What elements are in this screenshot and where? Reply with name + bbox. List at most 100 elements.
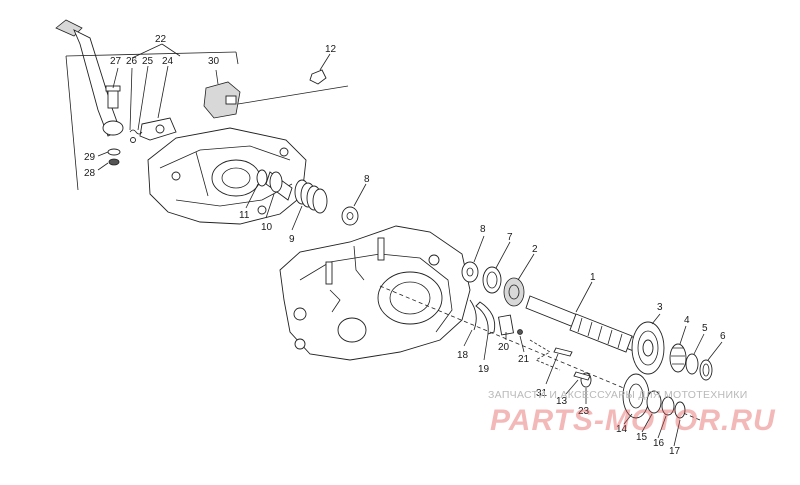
washer-8-lower bbox=[461, 261, 479, 283]
leader-4 bbox=[679, 325, 687, 345]
ring-7 bbox=[482, 266, 502, 294]
kick-shaft-parts bbox=[245, 169, 367, 231]
cover-boss-inner bbox=[221, 167, 251, 189]
callout-30: 30 bbox=[208, 56, 220, 67]
crankcase-rib bbox=[353, 245, 365, 281]
crankcase-boss-3 bbox=[428, 254, 440, 266]
leader-14 bbox=[623, 413, 633, 425]
washer-8-upper-hole bbox=[346, 212, 354, 220]
callout-15: 15 bbox=[636, 432, 648, 443]
callout-16: 16 bbox=[653, 438, 665, 449]
crankcase-boss-1 bbox=[293, 307, 307, 321]
cover-boss bbox=[211, 159, 261, 197]
callout-8-lower: 8 bbox=[480, 224, 486, 235]
circlip-6 bbox=[699, 359, 713, 381]
nut-12 bbox=[309, 69, 327, 85]
washer-5 bbox=[685, 353, 699, 375]
cover-bolt-2 bbox=[279, 147, 289, 157]
ring-7-inner bbox=[486, 271, 498, 289]
crankcase-small-bore bbox=[337, 317, 367, 343]
callout-5: 5 bbox=[702, 323, 708, 334]
gear-2 bbox=[503, 277, 525, 307]
leader-10 bbox=[265, 193, 275, 219]
spring-9 bbox=[294, 179, 328, 214]
leader-16 bbox=[657, 415, 667, 439]
screw-13 bbox=[573, 371, 591, 381]
bracket-hole bbox=[155, 124, 165, 134]
gear-cluster bbox=[580, 313, 723, 447]
leader-13 bbox=[565, 379, 579, 395]
zigzag-guide bbox=[529, 339, 561, 371]
callout-6: 6 bbox=[720, 331, 726, 342]
bushing-10-face bbox=[269, 171, 283, 193]
bolt-27 bbox=[107, 89, 119, 109]
leader-30 bbox=[215, 69, 219, 85]
leader-8-upper bbox=[353, 183, 367, 207]
callout-20: 20 bbox=[498, 342, 510, 353]
circlip-6-inner bbox=[702, 363, 710, 377]
leader-6 bbox=[707, 341, 723, 361]
leader-3 bbox=[651, 313, 661, 325]
spring-25 bbox=[129, 129, 143, 135]
washer-16 bbox=[661, 396, 675, 416]
washer-29 bbox=[107, 148, 121, 156]
callout-19: 19 bbox=[478, 364, 490, 375]
kickstart-lever bbox=[73, 29, 121, 137]
crankcase-web bbox=[329, 289, 341, 313]
crankcase-half bbox=[279, 225, 471, 361]
leader-1 bbox=[575, 281, 593, 313]
leader-21 bbox=[519, 335, 525, 353]
outer-cover bbox=[147, 127, 307, 225]
segment-19 bbox=[475, 301, 496, 335]
leader-9 bbox=[291, 205, 303, 231]
kickstart-lever-assembly bbox=[55, 19, 239, 191]
plate-18 bbox=[469, 299, 477, 331]
gear-3 bbox=[631, 321, 665, 375]
nut-28 bbox=[108, 158, 120, 166]
callout-9: 9 bbox=[289, 234, 295, 245]
callout-labels: 1 2 3 4 5 6 7 8 8 9 10 11 12 13 14 15 16… bbox=[84, 34, 726, 457]
callout-24: 24 bbox=[162, 56, 174, 67]
screws-lower bbox=[529, 339, 591, 395]
watermark-tagline: ЗАПЧАСТИ И АКСЕССУАРЫ ДЛЯ МОТОТЕХНИКИ bbox=[488, 389, 748, 401]
callout-25: 25 bbox=[142, 56, 154, 67]
leader-22b bbox=[161, 43, 181, 57]
cover-ridge bbox=[159, 145, 291, 169]
callout-11: 11 bbox=[239, 210, 250, 221]
callout-27: 27 bbox=[110, 56, 122, 67]
leader-26 bbox=[129, 67, 133, 131]
leader-22a bbox=[131, 43, 163, 59]
watermark: ЗАПЧАСТИ И АКСЕССУАРЫ ДЛЯ МОТОТЕХНИКИ PA… bbox=[488, 389, 776, 437]
leader-5 bbox=[693, 333, 705, 355]
leader-17 bbox=[673, 419, 681, 447]
callout-12: 12 bbox=[325, 44, 337, 55]
crankcase-main-bore bbox=[377, 271, 443, 325]
leader-31 bbox=[545, 353, 559, 385]
callout-28: 28 bbox=[84, 168, 96, 179]
clip-11 bbox=[256, 169, 268, 187]
group-22-top-line bbox=[65, 51, 237, 57]
leader-29 bbox=[97, 151, 109, 157]
bearing-4 bbox=[669, 343, 687, 373]
screw-31 bbox=[553, 347, 573, 357]
leader-15 bbox=[641, 413, 653, 433]
leader-2 bbox=[517, 253, 535, 281]
screw-21 bbox=[517, 329, 523, 335]
callout-2: 2 bbox=[532, 244, 538, 255]
leader-27 bbox=[112, 67, 119, 89]
watermark-logo: PARTS-MOTOR.RU bbox=[490, 404, 776, 437]
upper-small-parts bbox=[203, 53, 349, 119]
callout-29: 29 bbox=[84, 152, 96, 163]
gear-15 bbox=[646, 390, 662, 414]
leader-18 bbox=[463, 329, 473, 347]
part-30-tab bbox=[225, 95, 237, 105]
washer-8-lower-hole bbox=[466, 267, 474, 277]
callout-22: 22 bbox=[155, 34, 167, 45]
bolt-27-head bbox=[105, 85, 121, 92]
leader-12 bbox=[319, 53, 331, 71]
lever-boss bbox=[102, 120, 124, 136]
callout-23: 23 bbox=[578, 406, 590, 417]
cover-bolt-1 bbox=[171, 171, 181, 181]
